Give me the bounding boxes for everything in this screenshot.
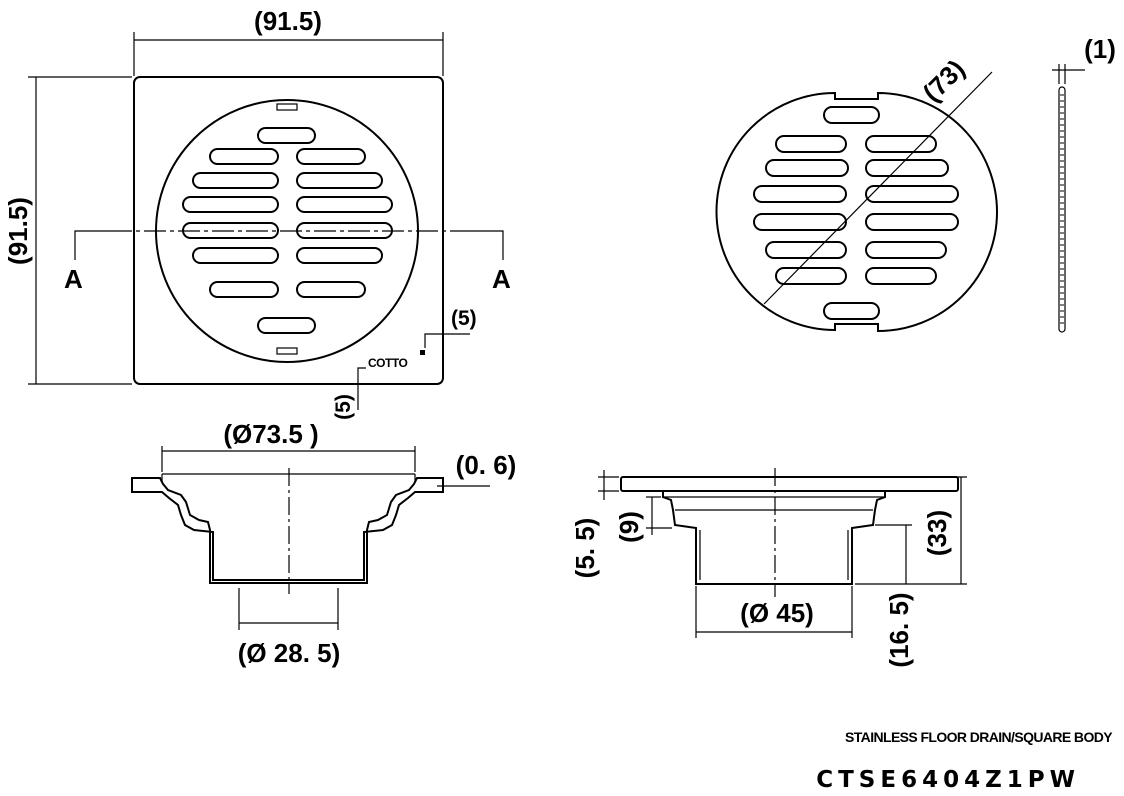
- grate-slot: [865, 185, 959, 203]
- side-view: (33) (16. 5) (5. 5) (9) (Ø 45): [570, 468, 967, 668]
- dim-flange-thickness: (0. 6): [456, 450, 517, 480]
- section-view: (Ø73.5 ) (0. 6) (Ø 28. 5): [131, 419, 517, 668]
- dim-outlet-inner: (Ø 28. 5): [238, 638, 341, 668]
- grate-slot: [296, 172, 383, 189]
- grate-slot: [209, 281, 279, 298]
- dim-outlet-outer: (Ø 45): [740, 598, 814, 628]
- grate-side-ticks: [1060, 94, 1064, 324]
- grate-slot: [296, 281, 366, 298]
- section-arrow-right: [466, 230, 504, 260]
- side-top-plate: [620, 476, 959, 492]
- dim-total-height: (33): [922, 510, 952, 556]
- grate-slot: [182, 196, 279, 213]
- dim-top-width: (91.5): [254, 6, 322, 36]
- grate-diameter-line: [763, 71, 993, 305]
- side-body-profile: [662, 491, 886, 585]
- dim-collar-depth: (9): [614, 511, 644, 543]
- brand-logo: COTTO: [368, 356, 407, 370]
- dim-grate-thickness: (1): [1084, 34, 1116, 64]
- grate-side-profile: [1058, 86, 1066, 333]
- grate-slot: [296, 196, 393, 213]
- grate-slot: [823, 302, 880, 320]
- dim-outlet-length: (16. 5): [884, 592, 914, 667]
- section-mark-right: A: [492, 264, 511, 294]
- grate-view: (73) (1): [715, 34, 1116, 333]
- grate-slot: [865, 241, 947, 259]
- grate-tab-bottom: [276, 347, 298, 355]
- top-view: A A (91.5) (91.5) COTTO (5) (5): [3, 6, 511, 420]
- dim-logo-offset-x: (5): [451, 307, 477, 330]
- grate-slot: [192, 172, 279, 189]
- dim-grate-diameter: (73): [917, 54, 971, 108]
- grate-slot: [257, 127, 316, 144]
- grate-slot: [775, 135, 847, 153]
- grate-slot: [209, 148, 279, 165]
- grate-slot: [296, 148, 366, 165]
- grate-view-slots: [753, 106, 959, 320]
- grate-slot: [257, 317, 316, 334]
- section-mark-left: A: [64, 264, 83, 294]
- dim-logo-offset-y: (5): [332, 394, 355, 420]
- body-profile-outer: [131, 477, 444, 584]
- grate-slot: [865, 213, 959, 231]
- grate-outline: [715, 91, 998, 333]
- grate-slot: [192, 247, 279, 264]
- grate-tab-top: [276, 103, 298, 111]
- dim-top-depth: (5. 5): [570, 518, 600, 579]
- grate-slot: [753, 185, 847, 203]
- grate-slot: [865, 267, 937, 285]
- section-arrow-left: [74, 230, 110, 260]
- grate-slot: [865, 159, 949, 177]
- grate-slot: [823, 106, 880, 124]
- product-description: STAINLESS FLOOR DRAIN/SQUARE BODY: [845, 729, 1113, 745]
- grate-slot: [765, 159, 849, 177]
- grate-slot: [753, 213, 847, 231]
- grate-slot: [765, 241, 847, 259]
- grate-slot: [775, 267, 847, 285]
- logo-dim-leader-y: [357, 367, 366, 410]
- grate-slot: [865, 135, 937, 153]
- logo-mark: [420, 350, 425, 355]
- dim-left-height: (91.5): [3, 197, 33, 265]
- logo-dim-leader-x: [424, 333, 470, 348]
- grate-slot: [296, 247, 383, 264]
- model-code: CTSE6404Z1PW: [816, 767, 1080, 793]
- top-view-slots: [182, 127, 393, 334]
- dim-flange-diameter: (Ø73.5 ): [223, 419, 318, 449]
